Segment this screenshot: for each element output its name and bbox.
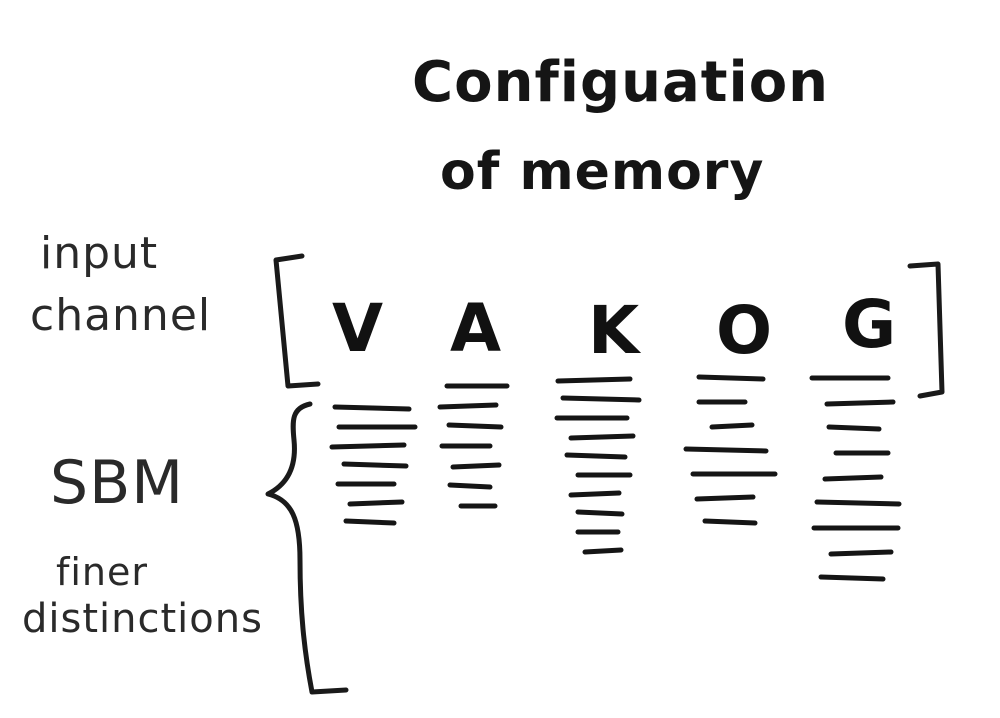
input-channel-label-line-1: input — [40, 228, 159, 279]
sbm-curly-brace — [265, 401, 349, 695]
sbm-stroke-5-6 — [814, 499, 902, 507]
sbm-stroke-5-9 — [818, 574, 886, 582]
title-line-2: of memory — [440, 142, 765, 202]
sbm-stroke-5-8 — [828, 549, 894, 557]
sbm-stroke-3-2 — [560, 395, 642, 403]
sbm-stroke-columns — [329, 374, 902, 582]
input-channel-label-line-2: channel — [30, 290, 212, 341]
input-right-bracket — [907, 261, 945, 399]
sbm-stroke-1-1 — [332, 404, 412, 412]
sbm-label: SBM — [50, 448, 185, 518]
sbm-stroke-2-5 — [450, 462, 502, 470]
sbm-stroke-4-6 — [694, 494, 756, 502]
sbm-stroke-4-1 — [696, 374, 766, 382]
sbm-stroke-3-7 — [568, 490, 622, 498]
distinctions-label: distinctions — [22, 596, 263, 642]
input-letter-5: G — [842, 286, 897, 363]
input-letter-3: K — [588, 292, 640, 369]
input-letter-2: A — [450, 290, 502, 367]
sbm-stroke-1-7 — [343, 518, 397, 526]
sbm-stroke-4-7 — [702, 518, 758, 526]
input-letter-4: O — [716, 292, 773, 369]
finer-label: finer — [56, 550, 149, 594]
sbm-stroke-2-2 — [437, 402, 499, 410]
sbm-stroke-5-3 — [826, 424, 882, 432]
sbm-stroke-2-3 — [446, 422, 504, 430]
sbm-stroke-2-6 — [447, 482, 493, 490]
sbm-stroke-5-5 — [822, 474, 884, 482]
sbm-stroke-1-3 — [329, 442, 407, 450]
sbm-stroke-3-8 — [575, 509, 625, 517]
sbm-stroke-3-4 — [568, 433, 636, 441]
sbm-stroke-5-2 — [824, 399, 896, 407]
sbm-stroke-4-4 — [683, 446, 769, 454]
sbm-stroke-3-1 — [555, 376, 633, 384]
sbm-stroke-3-5 — [564, 452, 628, 460]
input-left-bracket — [273, 253, 321, 389]
sbm-stroke-4-3 — [709, 422, 755, 430]
input-letter-1: V — [332, 290, 384, 367]
title-line-1: Configuation — [412, 50, 830, 115]
sbm-stroke-3-10 — [582, 547, 624, 555]
sbm-stroke-1-6 — [347, 499, 405, 507]
sbm-stroke-1-4 — [341, 461, 409, 469]
